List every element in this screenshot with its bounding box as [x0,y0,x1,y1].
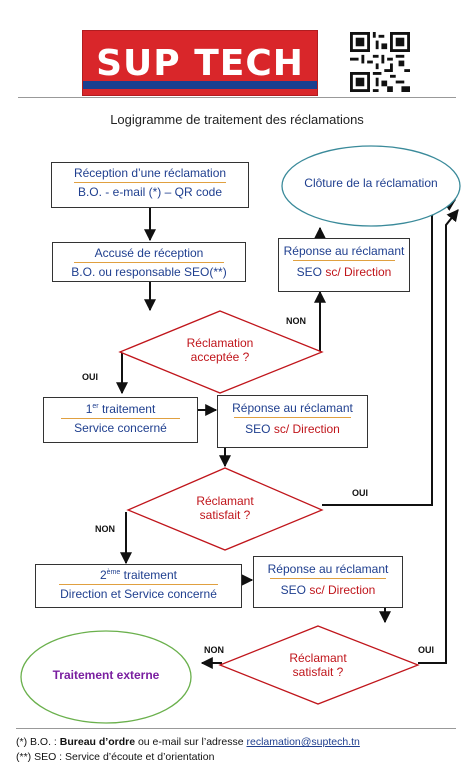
node-traitement2-line1: 2ème traitement [36,568,241,582]
label-oui-3: OUI [418,645,435,655]
node-rep2-line2: SEO sc/ Direction [218,422,367,436]
decision2-text: Réclamant satisfait ? [155,494,295,522]
divider [293,260,395,261]
decision2-line2: satisfait ? [199,508,251,522]
node-externe: Traitement externe [22,668,190,682]
qr-code-icon[interactable] [350,32,410,92]
seo-text: SEO [245,422,271,436]
node-rep3-line1: Réponse au réclamant [267,562,389,576]
footer-line-2: (**) SEO : Service d’écoute et d’orienta… [16,751,215,763]
decision-diamond [126,467,324,551]
node-traitement2: 2ème traitement Direction et Service con… [35,564,242,608]
traitement-word: traitement [98,402,156,416]
node-accuse: Accusé de réception B.O. ou responsable … [52,242,246,282]
divider [58,584,219,585]
node-cloture: Clôture de la réclamation [282,176,460,190]
sc-text: sc [273,422,286,436]
node-accuse-line2: B.O. ou responsable SEO(**) [71,265,227,279]
decision1-line1: Réclamation [186,336,254,350]
ordinal-suffix: er [92,403,99,410]
node-traitement1: 1er traitement Service concerné [43,397,198,443]
decision2-line1: Réclamant [196,494,254,508]
decision-diamond [218,625,420,705]
decision3-line2: satisfait ? [292,665,344,679]
decision1-text: Réclamation acceptée ? [150,336,290,364]
node-reception: Réception d’une réclamation B.O. - e-mai… [51,162,249,208]
decision1-line2: acceptée ? [190,350,250,364]
node-cloture-text: Clôture de la réclamation [304,176,438,190]
logo-text: SUP TECH [96,42,304,84]
header-divider [18,97,456,98]
suptech-logo: SUP TECH [82,30,318,96]
footer-line-1: (*) B.O. : Bureau d’ordre ou e-mail sur … [16,736,360,748]
label-non-1: NON [286,316,306,326]
externe-ellipse [20,630,192,724]
sc-text: sc [325,265,338,279]
node-rep1-line2: SEO sc/ Direction [279,265,409,279]
label-oui-2: OUI [352,488,369,498]
node-rep1-line1: Réponse au réclamant [283,244,405,258]
ordinal-suffix: ème [106,569,121,576]
ordinal-number: 1 [85,402,93,416]
divider [60,418,181,419]
traitement-word: traitement [120,568,177,582]
seo-text: SEO [296,265,322,279]
logo-bar [83,81,317,89]
divider [234,417,351,418]
footer-mid: ou e-mail sur l’adresse [135,736,247,748]
node-rep3: Réponse au réclamant SEO sc/ Direction [253,556,403,608]
seo-text: SEO [280,583,306,597]
direction-text: / Direction [285,422,340,436]
node-traitement1-line2: Service concerné [74,421,167,435]
ordinal-number: 2 [99,568,107,582]
footer-prefix: (*) B.O. : [16,736,60,748]
node-rep2-line1: Réponse au réclamant [232,401,353,415]
divider [270,578,386,579]
divider [74,262,224,263]
direction-text: / Direction [337,265,392,279]
footer-bureau-ordre: Bureau d’ordre [59,736,136,748]
decision3-line1: Réclamant [289,651,347,665]
node-externe-text: Traitement externe [52,668,160,682]
node-traitement2-line2: Direction et Service concerné [60,587,217,601]
node-reception-line1: Réception d’une réclamation [73,166,227,180]
cloture-ellipse [281,145,461,227]
sc-text: sc [309,583,322,597]
node-reception-line2: B.O. - e-mail (*) – QR code [77,185,223,199]
node-accuse-line1: Accusé de réception [94,246,204,260]
label-non-2: NON [95,524,115,534]
label-oui-1: OUI [82,372,99,382]
divider [73,182,227,183]
node-traitement1-line1: 1er traitement [44,402,197,416]
decision3-text: Réclamant satisfait ? [248,651,388,679]
page-title: Logigramme de traitement des réclamation… [110,112,364,127]
footer-divider [16,728,456,729]
decision-diamond [118,310,324,394]
node-rep2: Réponse au réclamant SEO sc/ Direction [217,395,368,448]
footer-email-link[interactable]: reclamation@suptech.tn [246,736,360,748]
direction-text: / Direction [321,583,376,597]
node-rep1: Réponse au réclamant SEO sc/ Direction [278,238,410,292]
label-non-3: NON [204,645,224,655]
node-rep3-line2: SEO sc/ Direction [254,583,402,597]
